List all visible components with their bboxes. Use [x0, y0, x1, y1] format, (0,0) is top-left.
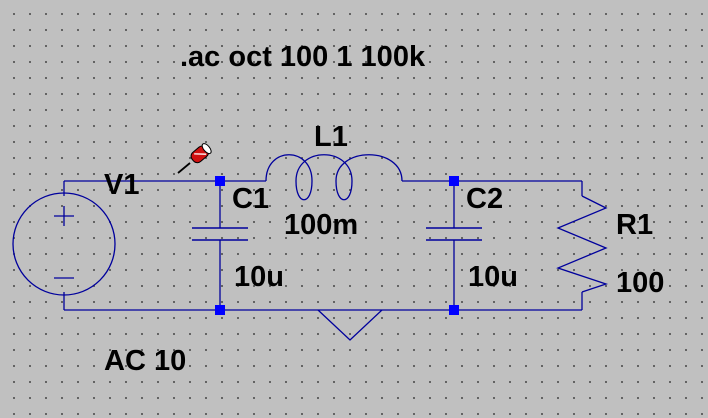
r1-value-label[interactable]: 100	[616, 267, 664, 299]
v1-value-label[interactable]: AC 10	[104, 345, 186, 377]
v1-name-label[interactable]: V1	[104, 169, 139, 201]
junction-dots	[215, 176, 459, 315]
r1-name-label[interactable]: R1	[616, 209, 653, 241]
c2-value-label[interactable]: 10u	[468, 261, 518, 293]
voltage-probe-cursor-icon	[177, 143, 212, 174]
l1-name-label[interactable]: L1	[314, 121, 348, 153]
junction-dot	[449, 176, 459, 186]
c2-capacitor[interactable]	[426, 227, 482, 241]
l1-value-label[interactable]: 100m	[284, 209, 358, 241]
wires[interactable]	[63, 180, 583, 311]
spice-directive[interactable]: .ac oct 100 1 100k	[180, 41, 426, 73]
resistor-zigzag-icon	[556, 195, 609, 293]
ground-icon	[317, 309, 383, 341]
c1-value-label[interactable]: 10u	[234, 261, 284, 293]
junction-dot	[215, 305, 225, 315]
v1-voltage-source[interactable]	[12, 192, 116, 296]
junction-dot	[215, 176, 225, 186]
c1-name-label[interactable]: C1	[232, 183, 269, 215]
r1-resistor[interactable]	[556, 195, 609, 293]
ground-symbol[interactable]	[317, 309, 383, 341]
l1-inductor[interactable]	[265, 154, 403, 201]
c2-name-label[interactable]: C2	[466, 183, 503, 215]
voltage-source-circle-icon[interactable]	[12, 192, 116, 296]
inductor-coil-icon	[265, 154, 403, 201]
junction-dot	[449, 305, 459, 315]
c1-capacitor[interactable]	[192, 227, 248, 241]
